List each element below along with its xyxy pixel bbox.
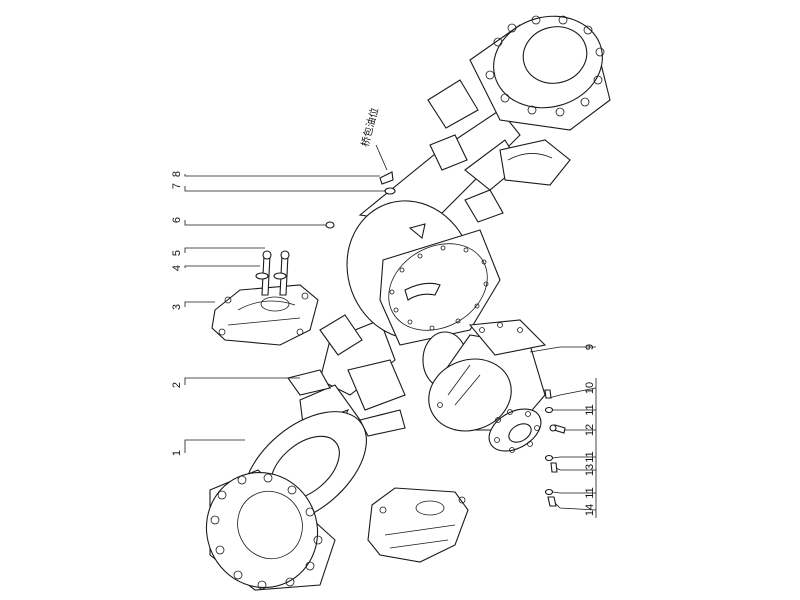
- leader-lines: [184, 144, 597, 518]
- callout-numbers: 1 2 3 4 5 6 7 8 9 10 11 12 11 13 11 14 桥…: [171, 106, 596, 516]
- callout-11c: 11: [584, 487, 596, 498]
- small-fasteners: [544, 389, 566, 507]
- callout-5: 5: [171, 250, 183, 256]
- brake-caliper: [211, 284, 319, 346]
- callout-3: 3: [171, 304, 183, 310]
- top-right-wheel-hub: [427, 15, 611, 186]
- callout-11a: 11: [584, 404, 596, 415]
- callout-12: 12: [584, 424, 596, 436]
- callout-13: 13: [584, 464, 596, 476]
- callout-1: 1: [171, 450, 183, 456]
- callout-7: 7: [171, 183, 183, 189]
- callout-14: 14: [584, 504, 596, 516]
- bottom-left-wheel-hub: [205, 411, 367, 591]
- callout-11b: 11: [584, 451, 596, 462]
- callout-8: 8: [171, 171, 183, 177]
- oil-level-annotation: 桥包油位: [358, 106, 381, 148]
- callout-4: 4: [171, 265, 183, 271]
- callout-9: 9: [584, 344, 596, 350]
- brake-caliper-lower: [367, 487, 469, 563]
- callout-2: 2: [171, 382, 183, 388]
- caliper-bolts: [255, 250, 290, 296]
- axle-housing: [287, 109, 521, 481]
- callout-10: 10: [584, 382, 596, 394]
- filler-plug-parts: [325, 171, 396, 229]
- callout-6: 6: [171, 217, 183, 223]
- differential-carrier: [422, 319, 547, 453]
